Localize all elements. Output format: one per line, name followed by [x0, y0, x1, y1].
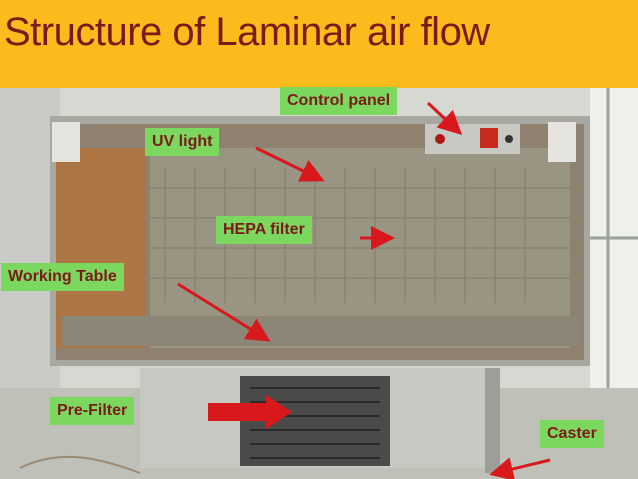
label-pre-filter: Pre-Filter — [50, 397, 135, 425]
label-control-panel: Control panel — [280, 87, 398, 115]
label-caster: Caster — [540, 420, 604, 448]
label-working-table: Working Table — [1, 263, 124, 291]
label-uv-light: UV light — [145, 128, 220, 156]
working-surface — [62, 316, 580, 346]
label-hepa-filter: HEPA filter — [216, 216, 312, 244]
prefilter-vent — [240, 376, 390, 466]
title-banner: Structure of Laminar air flow — [0, 0, 638, 88]
slide-title: Structure of Laminar air flow — [4, 10, 490, 54]
side-panel — [56, 148, 146, 348]
